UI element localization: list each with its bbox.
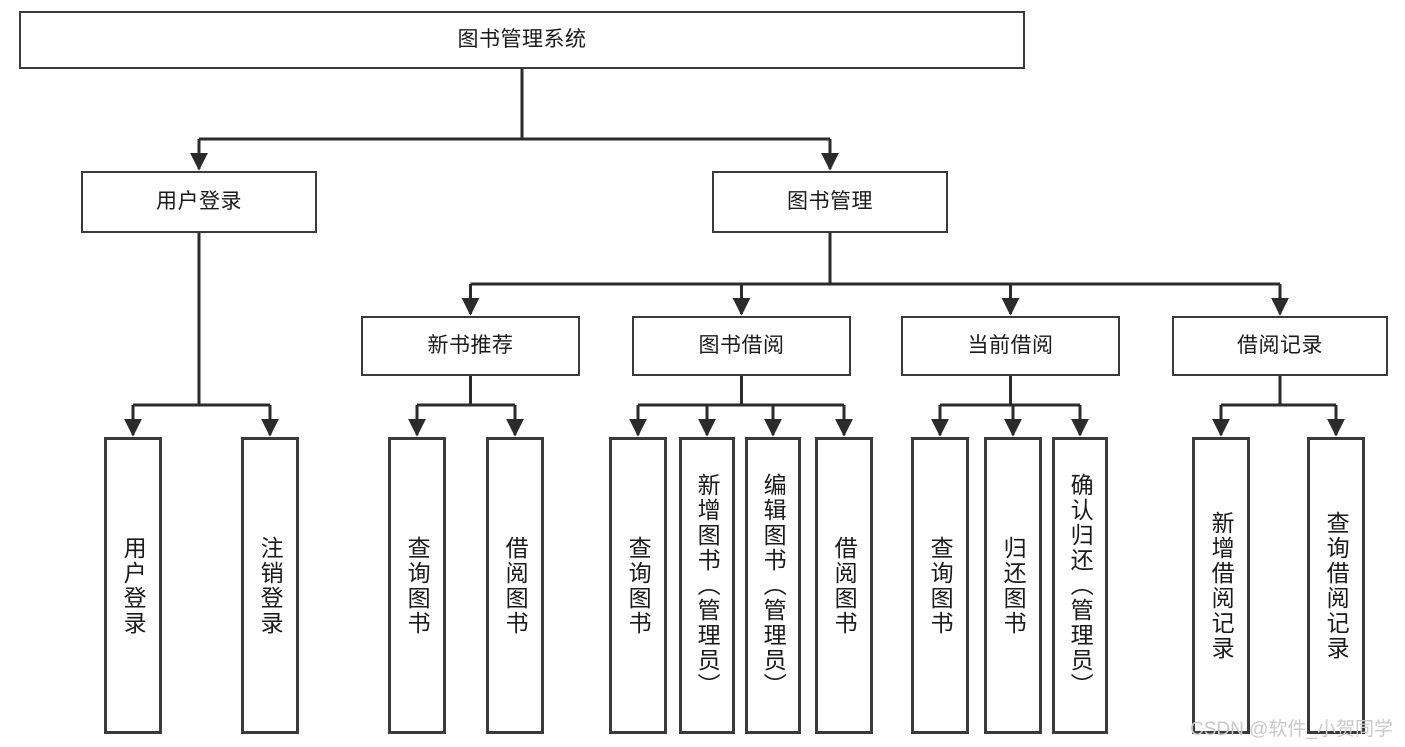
node-book-manage[interactable]: 图书管理: [712, 171, 948, 233]
node-book-borrow[interactable]: 图书借阅: [632, 316, 851, 376]
node-leaf-query-book-1[interactable]: 查询图书: [388, 437, 446, 734]
node-label: 图书借阅: [698, 333, 785, 357]
node-label: 归还图书: [1000, 535, 1027, 636]
node-label: 借阅图书: [502, 535, 529, 636]
watermark-text: CSDN @软件_小贺同学: [1190, 719, 1393, 740]
node-label: 编辑图书（管理员）: [760, 473, 787, 698]
node-label: 新书推荐: [427, 333, 514, 357]
node-leaf-query-book-2[interactable]: 查询图书: [609, 437, 667, 734]
node-leaf-add-book[interactable]: 新增图书（管理员）: [679, 437, 735, 734]
node-label: 查询图书: [625, 535, 652, 636]
node-label: 用户登录: [156, 189, 242, 213]
node-leaf-query-record[interactable]: 查询借阅记录: [1307, 437, 1365, 734]
node-label: 图书管理: [787, 189, 873, 213]
node-leaf-borrow-book-1[interactable]: 借阅图书: [486, 437, 544, 734]
node-label: 新增借阅记录: [1208, 510, 1235, 661]
node-leaf-return-book[interactable]: 归还图书: [984, 437, 1042, 734]
node-label: 查询借阅记录: [1323, 510, 1350, 661]
node-leaf-query-book-3[interactable]: 查询图书: [911, 437, 969, 734]
node-leaf-confirm-return[interactable]: 确认归还（管理员）: [1052, 437, 1108, 734]
node-current-borrow[interactable]: 当前借阅: [901, 316, 1120, 376]
node-new-book-rec[interactable]: 新书推荐: [361, 316, 580, 376]
node-leaf-add-record[interactable]: 新增借阅记录: [1192, 437, 1250, 734]
node-leaf-edit-book[interactable]: 编辑图书（管理员）: [745, 437, 801, 734]
node-label: 确认归还（管理员）: [1067, 473, 1094, 698]
node-label: 借阅图书: [831, 535, 858, 636]
node-label: 图书管理系统: [457, 27, 587, 51]
node-root[interactable]: 图书管理系统: [19, 11, 1025, 69]
node-label: 当前借阅: [967, 333, 1054, 357]
node-label: 查询图书: [404, 535, 431, 636]
node-user-login[interactable]: 用户登录: [81, 171, 317, 233]
node-label: 注销登录: [257, 535, 284, 636]
node-label: 用户登录: [120, 535, 147, 636]
node-label: 新增图书（管理员）: [694, 473, 721, 698]
node-leaf-borrow-book-2[interactable]: 借阅图书: [815, 437, 873, 734]
node-leaf-user-login[interactable]: 用户登录: [104, 437, 162, 734]
node-label: 查询图书: [927, 535, 954, 636]
node-borrow-record[interactable]: 借阅记录: [1172, 316, 1388, 376]
node-label: 借阅记录: [1237, 333, 1323, 357]
node-leaf-logout[interactable]: 注销登录: [241, 437, 299, 734]
